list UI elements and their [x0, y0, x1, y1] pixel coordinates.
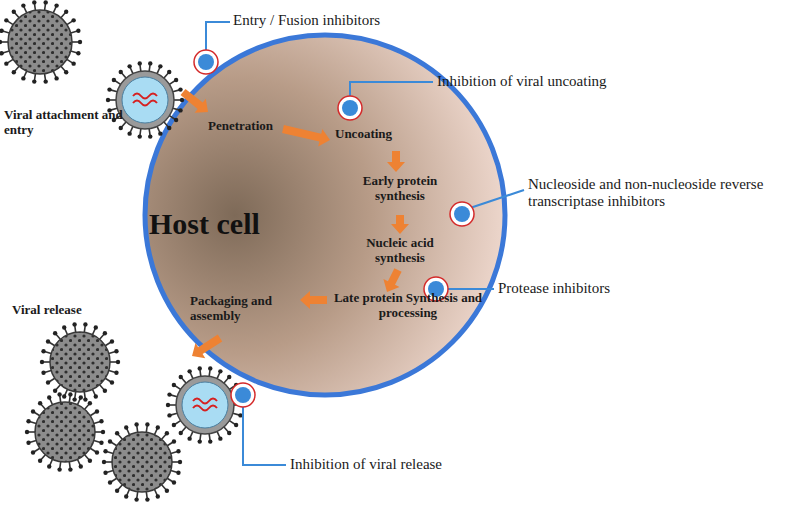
flow-arrow: [181, 89, 209, 113]
step-label: Penetration: [208, 119, 273, 134]
callout-label: Inhibition of viral release: [290, 456, 442, 473]
callout-label: Entry / Fusion inhibitors: [233, 12, 380, 29]
virus-capsule: [116, 71, 174, 129]
leader-line: [350, 82, 433, 98]
callout-label: Inhibition of viral uncoating: [437, 73, 607, 90]
step-label: Viral release: [12, 303, 82, 318]
virus: [35, 402, 95, 462]
virus: [50, 332, 110, 392]
step-label: Late protein Synthesis and processing: [328, 291, 488, 321]
step-label: Viral attachment and entry: [4, 108, 154, 138]
leader-line: [448, 288, 494, 290]
cell-title: Host cell: [149, 207, 260, 241]
leader-line: [243, 405, 286, 465]
step-label: Early protein synthesis: [350, 174, 450, 204]
flow-arrow: [387, 151, 405, 172]
flow-arrow: [300, 291, 327, 309]
virus: [8, 10, 72, 74]
virus: [112, 432, 172, 492]
inhibitor-icon: [194, 50, 218, 74]
step-label: Packaging and assembly: [190, 294, 298, 324]
inhibitor-icon: [338, 96, 362, 120]
step-label: Nucleic acid synthesis: [350, 236, 450, 266]
virus-capsule: [176, 376, 234, 434]
callout-label: Protease inhibitors: [498, 280, 610, 297]
step-label: Uncoating: [335, 127, 392, 142]
callout-label: Nucleoside and non-nucleoside reverse tr…: [528, 176, 786, 211]
leader-line: [470, 190, 524, 208]
inhibitor-icon: [231, 383, 255, 407]
flow-arrow: [383, 268, 401, 292]
leader-line: [206, 22, 230, 52]
flow-arrow: [192, 335, 222, 359]
flow-arrow: [282, 125, 330, 146]
flow-arrow: [391, 215, 409, 234]
inhibitor-icon: [450, 202, 474, 226]
